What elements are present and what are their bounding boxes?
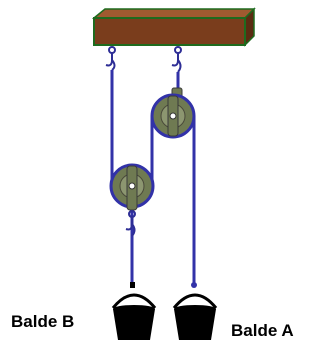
fixed-pulley	[150, 87, 196, 139]
ceiling-hook-right	[171, 46, 182, 73]
wooden-beam	[91, 7, 256, 47]
bucket-b	[111, 282, 157, 340]
bucket-b-label: Balde B	[11, 312, 75, 331]
pulley-hook	[125, 210, 136, 237]
bucket-a-label: Balde A	[231, 321, 294, 340]
rope	[110, 70, 196, 286]
movable-pulley	[109, 163, 155, 211]
bucket-a	[172, 282, 218, 340]
ceiling-hook-left	[105, 46, 116, 71]
